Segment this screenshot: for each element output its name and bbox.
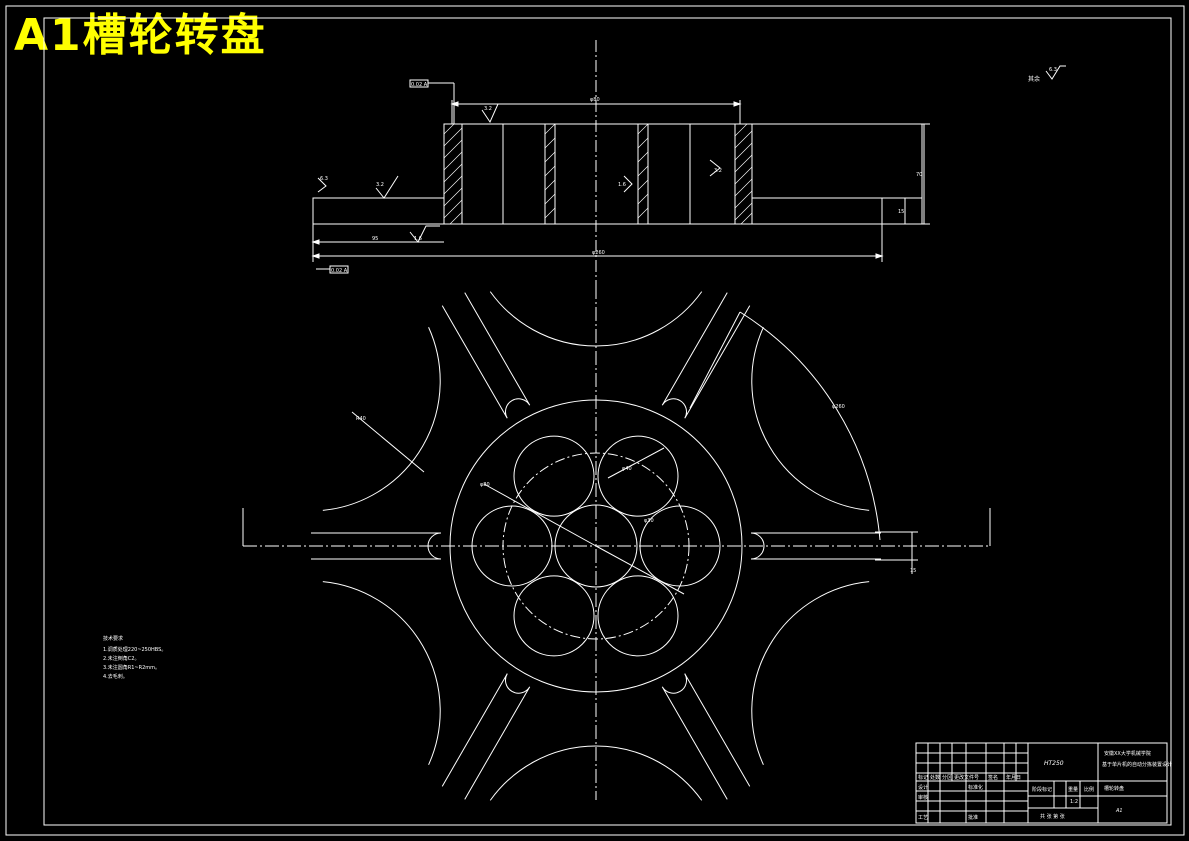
tb-label-14: 比例 [1084,786,1094,793]
hole-dia-leader [607,447,665,479]
center-hole [554,504,638,588]
tb-label-1: 标记 [918,774,928,781]
plan-view: R40 φ260 φ80 φ40 φ30 15 [242,285,991,801]
radius-leader-left [351,411,425,473]
concave-cutout [322,327,441,511]
slot [661,673,751,800]
tb-project: 基于单片机的自动分拣装置设计 [1102,761,1172,768]
inner-border [43,17,1172,826]
rough-right: 3.2 [714,168,722,174]
outer-radius-arc [739,311,881,541]
tb-label-4: 更改文件号 [954,774,979,781]
bolt-hole [471,505,553,587]
dim-bottom-text: φ260 [592,250,605,256]
title-block: HT250 安徽XX大学机械学院 基于单片机的自动分拣装置设计 槽轮转盘 1:2… [915,742,1172,824]
plan-dim-text: R40 [356,416,366,422]
tech-req-item-1: 1.调质处理220~250HBS。 [103,646,166,653]
slot [661,292,751,419]
plan-dim-text: φ260 [832,404,845,410]
pitch-circle [502,452,690,640]
tb-label-9: 工艺 [918,815,928,821]
tolerance-bottom-text: 0.02 A [331,268,348,274]
concave-cutout [322,581,441,765]
dim-left-text: 95 [372,236,378,242]
section-hatching [443,123,753,225]
tech-req-item-2: 2.未注倒角C2。 [103,655,139,662]
bolt-hole [597,575,679,657]
plan-dim-text: φ80 [480,482,490,488]
tech-req-item-4: 4.去毛刺。 [103,673,128,680]
tb-label-10: 标准化 [968,784,983,791]
hub-circle [449,399,743,693]
rough-top: 3.2 [484,106,492,112]
hole-leader [595,545,685,595]
bolt-hole [597,435,679,517]
plan-dim-text: φ40 [622,466,632,472]
slot [750,532,881,560]
tb-label-6: 年月日 [1006,774,1021,781]
rough-hole: 1.6 [618,182,626,188]
slot [441,673,531,800]
drawing-title: A1槽轮转盘 [14,10,267,61]
tb-material: HT250 [1044,760,1064,767]
tb-size: A1 [1115,808,1123,814]
tb-label-12: 阶段标记 [1032,786,1052,793]
plan-dim-text: 15 [910,568,916,574]
concave-cutout [751,327,870,511]
section-view: φ80 φ260 95 70 15 3.2 3.2 6.3 1.6 1.6 [311,40,930,290]
roughness-note-label: 其余 [1028,75,1040,83]
dim-top-text: φ80 [590,97,600,103]
rough-left: 6.3 [320,176,328,182]
tb-label-7: 设计 [918,784,928,791]
tb-label-5: 签名 [988,774,998,781]
tb-label-8: 审核 [918,794,928,801]
concave-cutout [489,745,703,801]
outer-border [5,5,1185,836]
dim-right-text: 70 [916,172,922,178]
pcd-leader [483,483,597,547]
tb-label-2: 处数 [930,774,940,781]
tech-req-item-3: 3.未注圆角R1~R2mm。 [103,664,160,671]
bolt-hole [639,505,721,587]
slot [441,292,531,419]
dim-right-small-text: 15 [898,209,904,215]
tb-drawing-name: 槽轮转盘 [1104,785,1124,792]
tech-requirements: 技术要求 1.调质处理220~250HBS。 2.未注倒角C2。 3.未注圆角R… [103,635,166,680]
roughness-note-value: 6.3 [1049,67,1057,73]
rough-mid: 3.2 [376,182,384,188]
tech-req-heading: 技术要求 [103,635,123,642]
tb-label-13: 重量 [1068,786,1078,793]
tb-label-3: 分区 [942,774,952,781]
section-outline [312,123,923,225]
slot [311,532,442,560]
tb-sheet: 共 张 第 张 [1040,813,1065,820]
tb-scale: 1:2 [1070,799,1078,805]
bolt-hole [513,575,595,657]
tb-school: 安徽XX大学机械学院 [1104,750,1151,757]
rough-bottom: 1.6 [414,236,422,242]
concave-cutout [489,291,703,347]
tb-label-11: 批准 [968,814,978,821]
plan-dim-text: φ30 [644,518,654,524]
tolerance-top-text: 0.02 A [411,82,428,88]
bolt-hole [513,435,595,517]
radius-leader-right [689,311,741,409]
concave-cutout [751,581,870,765]
roughness-note: 其余 6.3 [1028,65,1066,83]
